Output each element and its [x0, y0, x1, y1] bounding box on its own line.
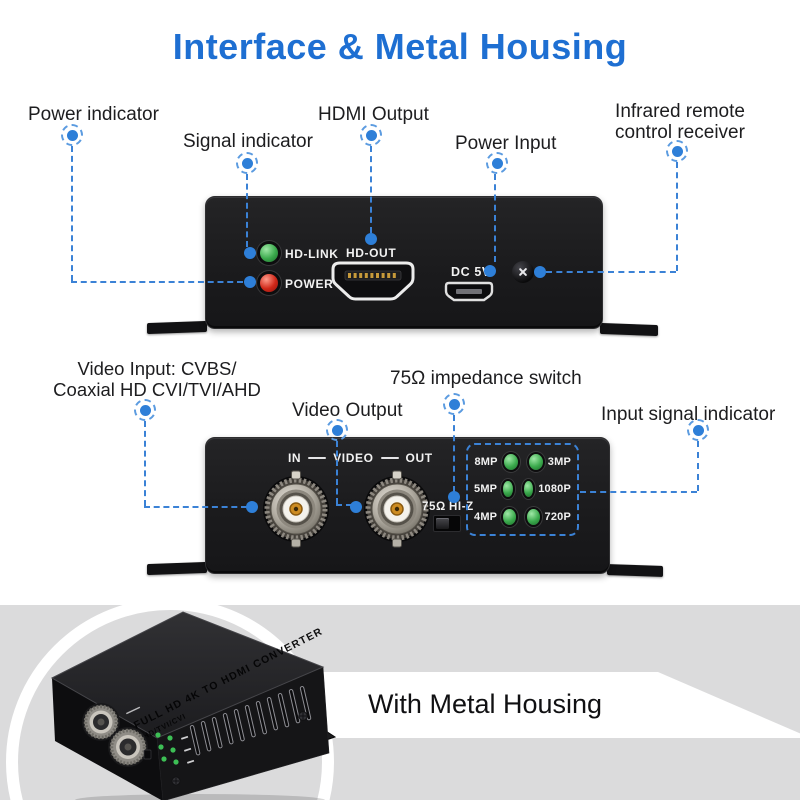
switch-knob: [436, 518, 449, 529]
power-indicator-callout-dot: [61, 124, 83, 146]
impedance-endpoint-dot: [448, 491, 460, 503]
input-signal-led-grid: 8MP 3MP 5MP 1080P 4MP 720P: [466, 443, 579, 536]
ir-receiver-line: [546, 271, 676, 273]
power-led-label: POWER: [285, 277, 334, 291]
label-hdmi-output: HDMI Output: [318, 104, 429, 125]
dc5v-endpoint-dot: [484, 265, 496, 277]
hdmi-port-icon: [331, 261, 415, 301]
signal-indicator-line: [246, 174, 248, 247]
panel1-right-flange: [600, 322, 658, 337]
power-endpoint-dot: [244, 276, 256, 288]
label-power-input: Power Input: [455, 133, 557, 154]
label-signal-indicator: Signal indicator: [183, 131, 313, 152]
power-indicator-line: [71, 281, 243, 283]
label-video-output: Video Output: [292, 400, 403, 421]
impedance-switch: [433, 515, 461, 532]
video-input-callout-dot: [134, 399, 156, 421]
video-in-endpoint-dot: [246, 501, 258, 513]
micro-usb-port-icon: [444, 281, 494, 302]
in-video-out-row: IN VIDEO OUT: [288, 451, 433, 465]
video-input-line: [144, 421, 146, 506]
panel2-right-flange: [607, 564, 663, 577]
led-label-5mp: 5MP: [474, 483, 498, 496]
power-indicator-line: [71, 146, 73, 281]
metal-housing-caption: With Metal Housing: [367, 689, 603, 719]
panel1-left-flange: [147, 320, 207, 335]
ir-receiver-line: [676, 162, 678, 271]
led-label-1080p: 1080P: [538, 483, 571, 496]
label-power-indicator: Power indicator: [28, 104, 159, 125]
bnc-video-in-icon: [263, 470, 329, 548]
hd-link-endpoint-dot: [244, 247, 256, 259]
impedance-callout-dot: [443, 393, 465, 415]
led-label-4mp: 4MP: [474, 511, 498, 524]
label-ir-line1: Infrared remote: [615, 101, 745, 122]
page-title: Interface & Metal Housing: [172, 26, 628, 67]
led-1080p: [523, 481, 534, 498]
led-row-2: 5MP 1080P: [474, 481, 571, 498]
power-input-line: [494, 174, 496, 262]
hdmi-output-callout-dot: [360, 124, 382, 146]
led-4mp: [503, 509, 516, 526]
label-video-input-line1: Video Input: CVBS/: [77, 358, 237, 379]
hd-link-label: HD-LINK: [285, 247, 339, 261]
hd-out-label: HD-OUT: [346, 246, 397, 260]
label-video-input-line2: Coaxial HD CVI/TVI/AHD: [53, 379, 261, 400]
metal-housing-section: FULL HD 4K TO HDMI CONVERTER AHD/TVI/CVI: [0, 605, 800, 800]
hd-out-endpoint-dot: [365, 233, 377, 245]
video-input-line: [144, 506, 247, 508]
video-output-line: [336, 441, 338, 504]
led-720p: [526, 509, 540, 526]
input-signal-line: [580, 491, 697, 493]
dc-5v-label: DC 5V: [451, 265, 491, 279]
led-3mp: [528, 453, 543, 470]
label-input-signal-indicator: Input signal indicator: [601, 404, 776, 425]
hdmi-output-line: [370, 146, 372, 233]
out-label: OUT: [405, 451, 433, 465]
input-signal-callout-dot: [687, 419, 709, 441]
led-8mp: [503, 453, 518, 470]
label-ir-receiver: Infrared remote control receiver: [610, 101, 750, 143]
label-impedance-switch: 75Ω impedance switch: [390, 368, 582, 389]
impedance-line: [453, 415, 455, 492]
led-5mp: [503, 481, 513, 498]
hd-link-led: [260, 244, 278, 262]
video-output-callout-dot: [326, 419, 348, 441]
video-out-endpoint-dot: [350, 501, 362, 513]
ir-endpoint-dot: [534, 266, 546, 278]
in-label: IN: [288, 451, 302, 465]
converter-product-photo: FULL HD 4K TO HDMI CONVERTER AHD/TVI/CVI: [50, 611, 337, 800]
power-input-callout-dot: [486, 152, 508, 174]
ir-receiver-icon: [512, 261, 534, 283]
video-output-line: [336, 504, 352, 506]
led-label-3mp: 3MP: [547, 455, 572, 468]
dash-line: [380, 456, 399, 460]
input-signal-line: [697, 441, 699, 491]
led-row-3: 4MP 720P: [474, 509, 571, 526]
bnc-video-out-icon: [364, 470, 430, 548]
ohm-label: 75Ω: [422, 501, 446, 513]
led-label-720p: 720P: [544, 511, 571, 524]
label-ir-line2: control receiver: [615, 122, 745, 143]
led-label-8mp: 8MP: [474, 455, 498, 468]
signal-indicator-callout-dot: [236, 152, 258, 174]
power-led: [260, 274, 278, 292]
label-video-input: Video Input: CVBS/ Coaxial HD CVI/TVI/AH…: [52, 358, 262, 400]
led-row-1: 8MP 3MP: [474, 453, 572, 470]
dash-line: [308, 456, 327, 460]
video-label: VIDEO: [333, 451, 374, 465]
ir-receiver-callout-dot: [666, 140, 688, 162]
panel2-left-flange: [147, 561, 207, 576]
